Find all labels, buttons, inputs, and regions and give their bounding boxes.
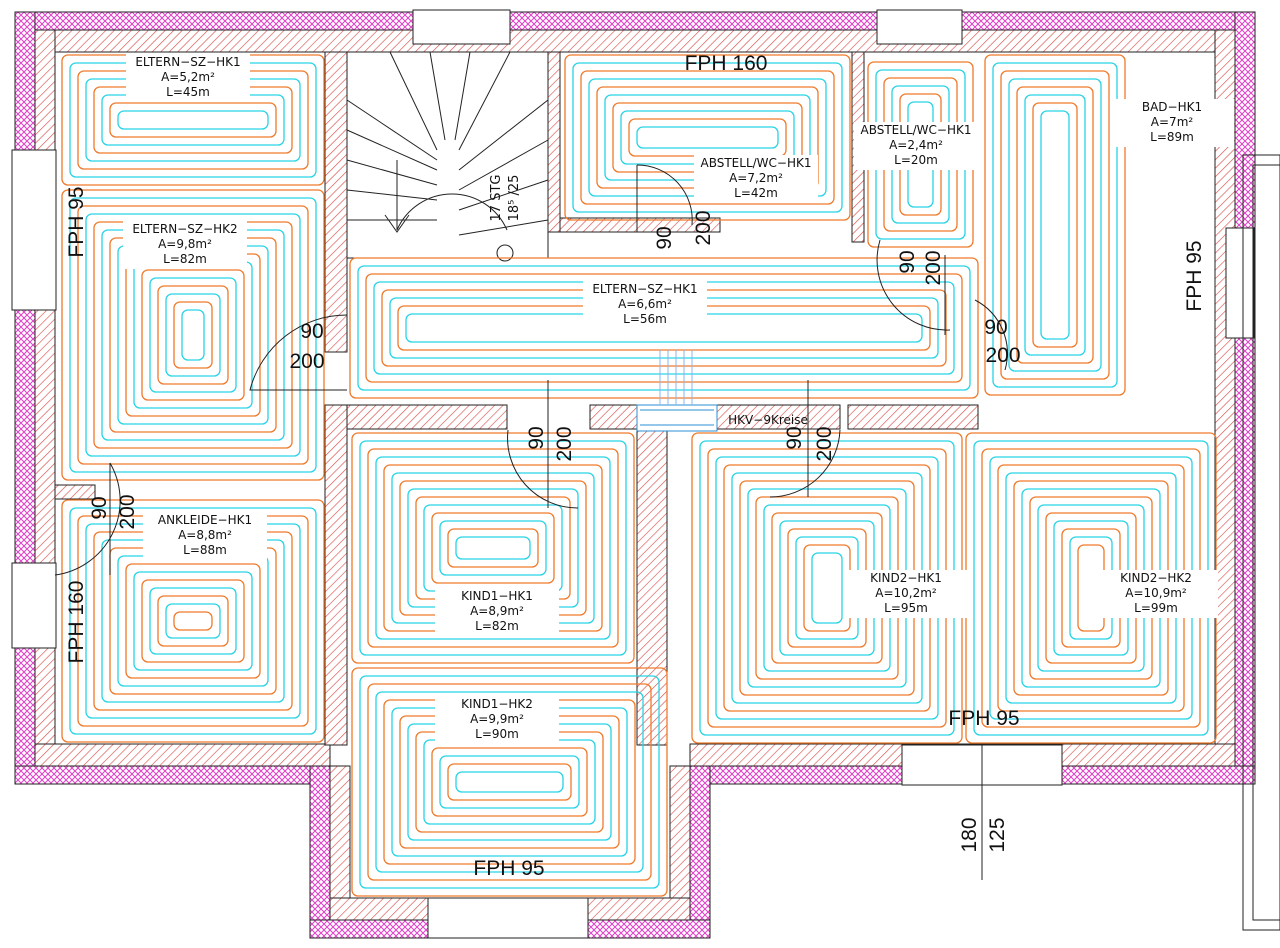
door-ankleide-h: 200 <box>116 494 139 529</box>
window-fph95-bottom: FPH 95 <box>473 857 544 880</box>
heating-loop-kind1-hk2 <box>351 667 668 897</box>
door-kind2-w: 90 <box>783 426 806 449</box>
circuit-length: L=90m <box>475 727 519 741</box>
walls <box>14 11 1256 939</box>
circuit-area: A=2,4m² <box>889 138 943 152</box>
door-kind1-w: 90 <box>525 426 548 449</box>
heating-loop-eltern-sz-hk1-flur <box>349 257 979 399</box>
stairs-ratio: 18⁵ /25 <box>507 175 522 222</box>
circuit-length: L=82m <box>475 619 519 633</box>
circuit-length: L=20m <box>894 153 938 167</box>
circuit-length: L=45m <box>166 85 210 99</box>
circuit-area: A=7m² <box>1151 115 1194 129</box>
circuit-length: L=56m <box>623 312 667 326</box>
staircase: 17 STG 18⁵ /25 <box>346 51 549 262</box>
circuit-name: ABSTELL/WC−HK1 <box>861 123 972 137</box>
circuit-length: L=42m <box>734 186 778 200</box>
circuit-name: ELTERN−SZ−HK1 <box>135 55 240 69</box>
circuit-name: ELTERN−SZ−HK2 <box>132 222 237 236</box>
circuit-name: KIND1−HK2 <box>461 697 533 711</box>
door-dimensions: 90 200 90 200 90 200 90 200 90 200 90 20… <box>88 210 1021 529</box>
circuit-area: A=9,9m² <box>470 712 524 726</box>
circuit-area: A=7,2m² <box>729 171 783 185</box>
doors <box>54 164 1008 576</box>
door-eltern-w: 90 <box>300 320 323 343</box>
circuit-name: KIND2−HK2 <box>1120 571 1192 585</box>
circuit-length: L=95m <box>884 601 928 615</box>
window-openings <box>11 9 1280 939</box>
circuit-area: A=10,2m² <box>875 586 937 600</box>
balcony-dimension: 180 125 <box>958 745 1009 880</box>
circuit-length: L=88m <box>183 543 227 557</box>
circuit-name: KIND1−HK1 <box>461 589 533 603</box>
door-bad-w: 90 <box>984 316 1007 339</box>
door-kind1-h: 200 <box>553 426 576 461</box>
window-fph160-left: FPH 160 <box>65 581 88 664</box>
circuit-name: BAD−HK1 <box>1142 100 1202 114</box>
balcony-dim-b: 125 <box>986 817 1009 852</box>
window-fph95-right: FPH 95 <box>1183 240 1206 311</box>
circuit-name: ANKLEIDE−HK1 <box>158 513 252 527</box>
circuit-length: L=99m <box>1134 601 1178 615</box>
manifold-label: HKV−9Kreise <box>728 413 808 427</box>
door-eltern-h: 200 <box>289 350 324 373</box>
door-ankleide-w: 90 <box>88 496 111 519</box>
window-fph160-top: FPH 160 <box>685 52 768 75</box>
door-kind2-h: 200 <box>813 426 836 461</box>
circuit-area: A=8,8m² <box>178 528 232 542</box>
door-bad-h: 200 <box>985 344 1020 367</box>
window-fph95-left: FPH 95 <box>65 186 88 257</box>
circuit-length: L=89m <box>1150 130 1194 144</box>
door-wc-w: 90 <box>896 250 919 273</box>
circuit-length: L=82m <box>163 252 207 266</box>
stairs-steps: 17 STG <box>489 175 504 222</box>
circuit-area: A=5,2m² <box>161 70 215 84</box>
circuit-name: ABSTELL/WC−HK1 <box>701 156 812 170</box>
window-labels: FPH 160 FPH 95 FPH 160 FPH 95 FPH 95 FPH… <box>65 52 1206 880</box>
circuit-area: A=6,6m² <box>618 297 672 311</box>
circuit-name: KIND2−HK1 <box>870 571 942 585</box>
door-wc-h: 200 <box>922 250 945 285</box>
circuit-labels: ELTERN−SZ−HK1A=5,2m²L=45mELTERN−SZ−HK2A=… <box>123 54 1234 744</box>
circuit-area: A=8,9m² <box>470 604 524 618</box>
door-abstell-w: 90 <box>653 226 676 249</box>
manifold: HKV−9Kreise <box>636 350 808 432</box>
window-fph95-kind: FPH 95 <box>948 707 1019 730</box>
circuit-name: ELTERN−SZ−HK1 <box>592 282 697 296</box>
circuit-area: A=9,8m² <box>158 237 212 251</box>
heating-loop-bad-hk1 <box>984 54 1126 396</box>
circuit-area: A=10,9m² <box>1125 586 1187 600</box>
balcony-dim-a: 180 <box>958 817 981 852</box>
heating-loop-eltern-sz-hk2 <box>61 189 325 481</box>
door-abstell-h: 200 <box>692 210 715 245</box>
